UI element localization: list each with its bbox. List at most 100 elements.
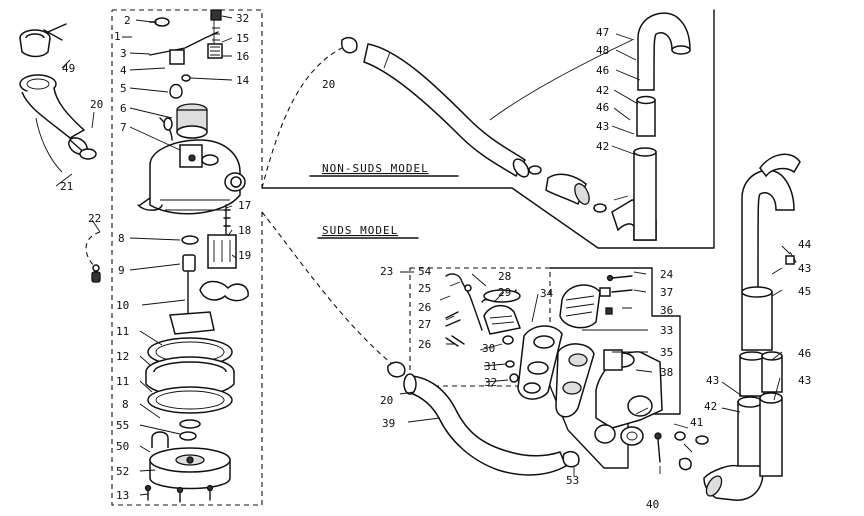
callout-11-top: 11 bbox=[116, 325, 129, 338]
callout-19: 19 bbox=[238, 249, 251, 262]
callout-26-top: 26 bbox=[418, 301, 431, 314]
solenoid-part-28 bbox=[483, 304, 522, 335]
clamp-part-20-top bbox=[341, 36, 358, 54]
callout-14: 14 bbox=[236, 74, 250, 87]
plate-part-35 bbox=[555, 343, 595, 418]
clamp-part-41-42 bbox=[674, 431, 709, 471]
callout-38: 38 bbox=[660, 366, 673, 379]
clamp-part-20-left bbox=[79, 148, 97, 160]
callout-4: 4 bbox=[120, 64, 127, 77]
screw-part-37 bbox=[599, 287, 633, 297]
tube-part-46-upper bbox=[636, 95, 656, 137]
callout-53: 53 bbox=[566, 474, 579, 487]
callout-23: 23 bbox=[380, 265, 393, 278]
callout-31: 31 bbox=[484, 360, 497, 373]
elbow-part-43-suds bbox=[703, 392, 783, 501]
callout-48: 48 bbox=[596, 44, 609, 57]
lever-part-3 bbox=[149, 9, 222, 65]
callout-30: 30 bbox=[482, 342, 495, 355]
callout-10: 10 bbox=[116, 299, 129, 312]
callout-50: 50 bbox=[116, 440, 129, 453]
callout-15: 15 bbox=[236, 32, 249, 45]
cap-part-5 bbox=[176, 103, 208, 139]
clamp-part-42-b bbox=[593, 203, 607, 213]
non-suds-border bbox=[261, 9, 715, 249]
clamp-part-42-a bbox=[528, 165, 542, 175]
pump-assembly-group bbox=[111, 9, 263, 506]
shaft-part-10 bbox=[169, 271, 215, 335]
callout-36: 36 bbox=[660, 304, 673, 317]
callout-5: 5 bbox=[120, 82, 127, 95]
clamp-part-20-suds bbox=[387, 361, 406, 378]
seal-part-8-lower bbox=[179, 419, 201, 429]
hose-part-48 bbox=[363, 43, 530, 178]
screw-part-32 bbox=[509, 373, 519, 383]
callout-40: 40 bbox=[646, 498, 659, 511]
callout-49: 49 bbox=[62, 62, 75, 75]
callout-34: 34 bbox=[540, 287, 554, 300]
callout-8-lower: 8 bbox=[122, 398, 129, 411]
screw-part-40 bbox=[654, 432, 662, 463]
clamp-part-53 bbox=[562, 450, 580, 468]
callout-46-mid: 46 bbox=[596, 101, 609, 114]
inlet-hose-group bbox=[19, 23, 101, 283]
suds-model-caption: SUDS MODEL bbox=[322, 224, 398, 237]
pins-part-26-27 bbox=[445, 311, 465, 347]
nut-part-36 bbox=[605, 307, 613, 315]
callout-17: 17 bbox=[238, 199, 251, 212]
gooseneck-part-44-45 bbox=[741, 153, 801, 351]
coil-part-33 bbox=[559, 284, 601, 329]
callout-7: 7 bbox=[120, 121, 127, 134]
callout-55: 55 bbox=[116, 419, 129, 432]
screw-part-31 bbox=[505, 360, 515, 368]
non-suds-group bbox=[261, 9, 715, 249]
callout-20-left: 20 bbox=[90, 98, 103, 111]
hose-part-21 bbox=[19, 74, 89, 173]
hose-part-39 bbox=[403, 373, 567, 476]
callout-43-top: 43 bbox=[596, 120, 609, 133]
bracket-part-17-18 bbox=[207, 204, 237, 269]
lever-part-54-25 bbox=[445, 273, 483, 331]
callout-43-suds-top: 43 bbox=[798, 262, 811, 275]
gasket-part-34 bbox=[517, 325, 563, 400]
callout-41: 41 bbox=[690, 416, 703, 429]
callout-45: 45 bbox=[798, 285, 811, 298]
callout-18: 18 bbox=[238, 224, 251, 237]
callout-22: 22 bbox=[88, 212, 101, 225]
tube-part-46-suds bbox=[739, 351, 783, 397]
callout-43-suds-left: 43 bbox=[706, 374, 719, 387]
callout-1: 1 bbox=[114, 30, 121, 43]
screw-part-24 bbox=[606, 274, 633, 282]
callout-46-top: 46 bbox=[596, 64, 609, 77]
callout-2: 2 bbox=[124, 14, 131, 27]
callout-32-suds: 32 bbox=[484, 376, 497, 389]
pump-base-part-50-52 bbox=[149, 431, 231, 490]
callout-28: 28 bbox=[498, 270, 511, 283]
callout-26-lower: 26 bbox=[418, 338, 431, 351]
callout-25: 25 bbox=[418, 282, 431, 295]
callout-13: 13 bbox=[116, 489, 129, 502]
spring-part-15 bbox=[207, 43, 223, 59]
screws-part-13 bbox=[144, 484, 214, 503]
callout-42-mid: 42 bbox=[596, 140, 609, 153]
callout-42-suds: 42 bbox=[704, 400, 717, 413]
callout-32-top: 32 bbox=[236, 12, 249, 25]
non-suds-model-caption: NON-SUDS MODEL bbox=[322, 162, 429, 175]
elbow-part-43 bbox=[611, 147, 657, 241]
connector-part-46 bbox=[545, 173, 590, 206]
callout-43-suds-right: 43 bbox=[798, 374, 811, 387]
callout-6: 6 bbox=[120, 102, 127, 115]
pump-housing-part-7 bbox=[137, 139, 246, 215]
ring-part-11-lower bbox=[147, 386, 233, 414]
impeller-part-19 bbox=[199, 280, 249, 302]
gooseneck-part-47 bbox=[637, 12, 691, 91]
grommet-part-49 bbox=[19, 23, 67, 58]
callout-46-suds: 46 bbox=[798, 347, 811, 360]
valve-assembly-border bbox=[409, 267, 551, 387]
callout-labels: 1 2 3 4 5 6 7 8 9 10 11 12 11 8 55 50 52… bbox=[60, 12, 812, 511]
callout-35: 35 bbox=[660, 346, 673, 359]
callout-42-top: 42 bbox=[596, 84, 609, 97]
callout-47: 47 bbox=[596, 26, 609, 39]
callout-12: 12 bbox=[116, 350, 129, 363]
